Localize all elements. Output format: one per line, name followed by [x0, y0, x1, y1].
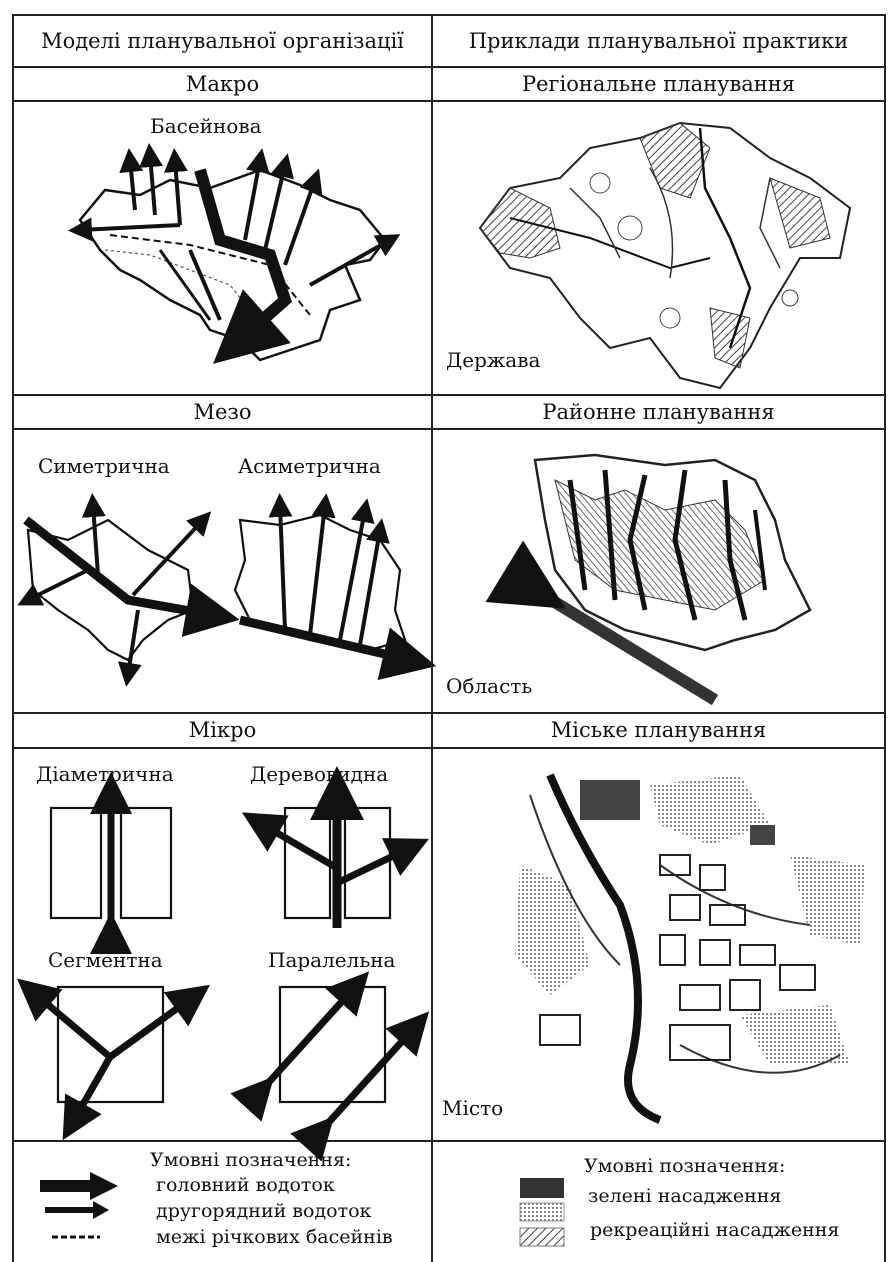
legend-left-title: Умовні позначення: [150, 1150, 351, 1172]
asym-main [240, 620, 410, 660]
green-bottom [740, 1005, 850, 1065]
label-city: Місто [442, 1098, 503, 1118]
asymmetric-model-diagram [230, 500, 420, 680]
label-tree: Деревовидна [250, 764, 388, 784]
basin-boundary-thin [105, 250, 250, 310]
row-title-macro: Макро [14, 68, 431, 100]
legend-secondary-watercourse: другорядний водоток [156, 1201, 371, 1223]
city-map [510, 765, 875, 1130]
legend-basin-boundary: межі річкових басейнів [156, 1227, 393, 1249]
legend-dark-hatch-swatch [520, 1178, 564, 1198]
header-right: Приклади планувальної практики [433, 16, 884, 66]
legend-hatched-swatch [520, 1228, 564, 1246]
green-left [515, 865, 590, 995]
basin-outline [80, 170, 385, 360]
segment-model-diagram [28, 982, 208, 1132]
label-parallel: Паралельна [268, 950, 395, 970]
diametric-model-diagram [46, 788, 176, 938]
legend-recreation: рекреаційні насадження [590, 1220, 839, 1242]
legend-main-arrow-icon [40, 1172, 120, 1200]
district-map [515, 440, 815, 705]
label-asymmetric: Асиметрична [238, 456, 381, 476]
divider-legend [12, 1140, 886, 1142]
label-segment: Сегментна [48, 950, 163, 970]
label-state: Держава [446, 350, 540, 370]
legend-green: зелені насадження [588, 1186, 781, 1208]
symmetric-model-diagram [18, 500, 218, 680]
row-title-meso: Мезо [14, 396, 431, 428]
divider-row3-title [12, 747, 886, 749]
legend-boundary-icon [52, 1234, 100, 1240]
border-middle [431, 14, 433, 1262]
border-left [12, 14, 14, 1262]
label-diametric: Діаметрична [36, 764, 174, 784]
row-title-city: Міське планування [433, 714, 884, 747]
row-title-micro: Мікро [14, 714, 431, 747]
row-title-district: Районне планування [433, 396, 884, 428]
legend-secondary-arrow-icon [45, 1201, 110, 1219]
basin-model-diagram [60, 140, 400, 380]
divider-row1-title [12, 100, 886, 102]
parallel-model-diagram [250, 982, 430, 1132]
legend-main-watercourse: головний водоток [156, 1175, 335, 1197]
legend-right-title: Умовні позначення: [584, 1156, 785, 1178]
row-title-regional: Регіональне планування [433, 68, 884, 100]
border-right [884, 14, 886, 1262]
tree-model-diagram [255, 788, 415, 938]
green-right [790, 855, 865, 945]
label-basin: Басейнова [150, 116, 262, 136]
main-watercourse [200, 170, 285, 340]
legend-dotted-swatch [520, 1203, 564, 1221]
header-left: Моделі планувальної організації [14, 16, 431, 66]
label-symmetric: Симетрична [38, 456, 170, 476]
divider-row2-title [12, 428, 886, 430]
label-oblast: Область [446, 676, 532, 696]
